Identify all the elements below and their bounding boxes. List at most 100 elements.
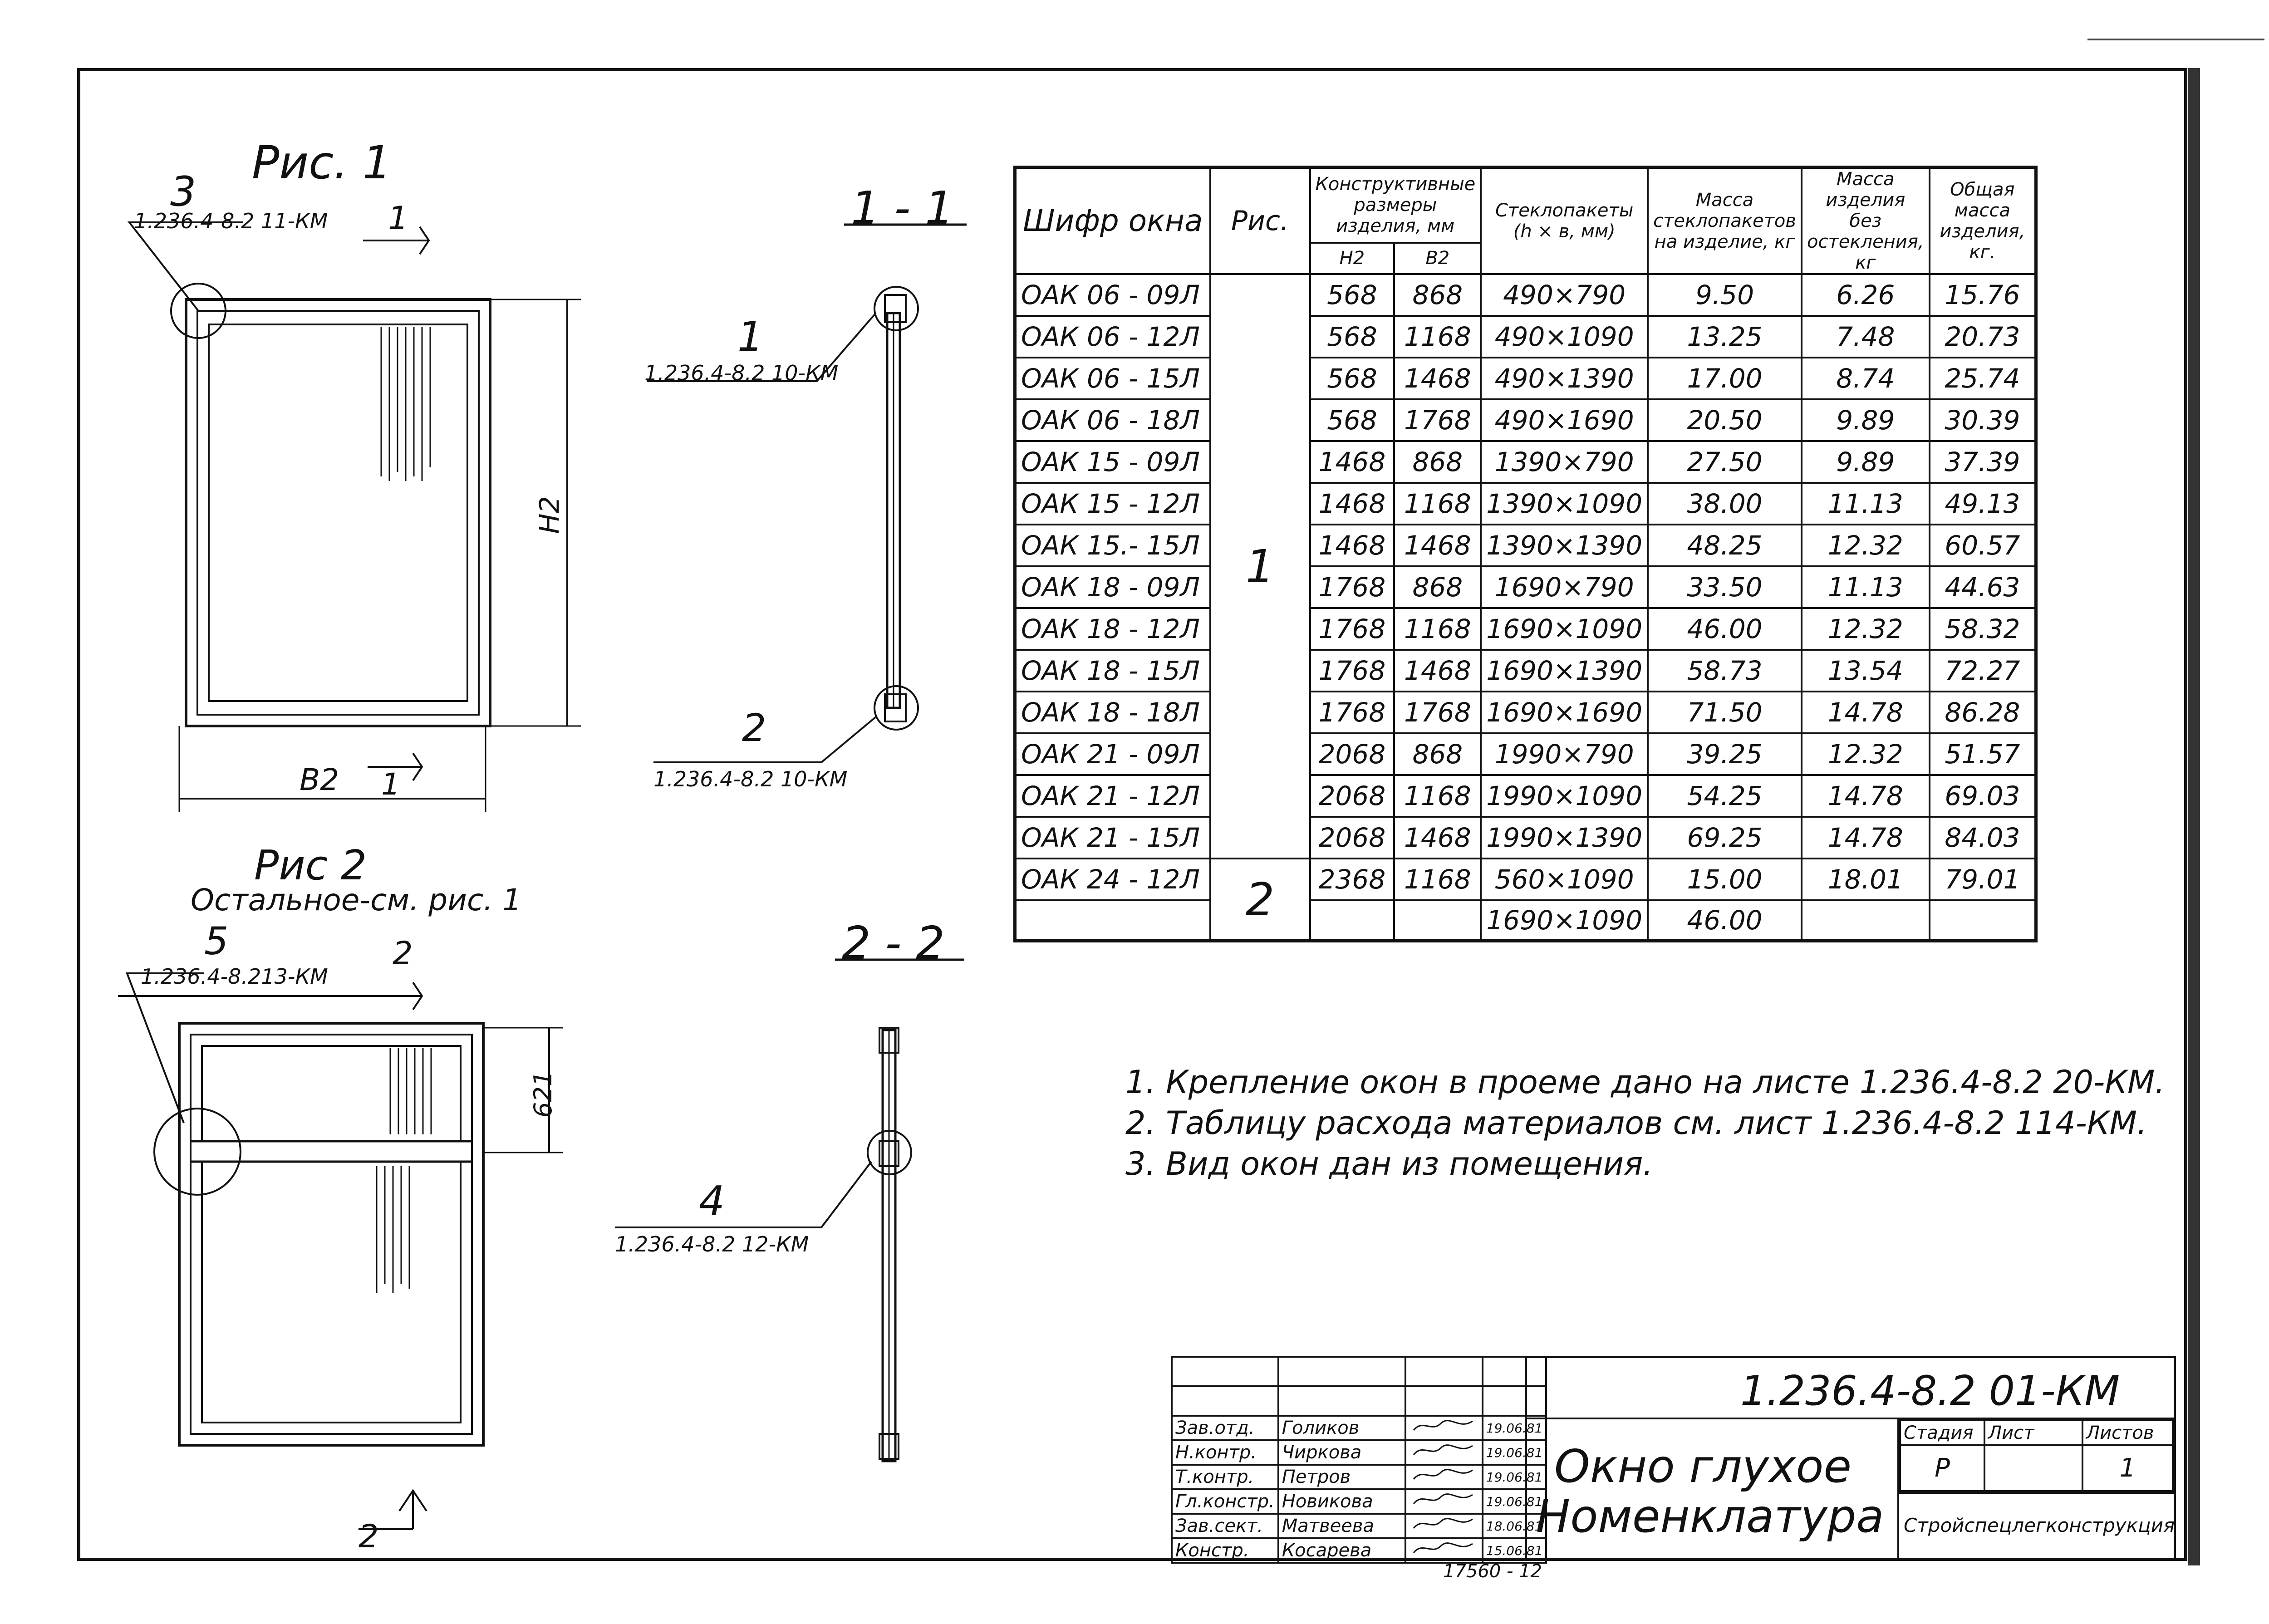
binding-edge xyxy=(2188,68,2200,1565)
row-glass-mass: 48.25 xyxy=(1647,524,1802,567)
signature-name: Петров xyxy=(1277,1464,1406,1490)
row-glass: 560×1090 xyxy=(1480,858,1649,901)
row-b: 1168 xyxy=(1393,607,1482,651)
row-h: 2068 xyxy=(1309,732,1395,776)
row-code: ОАК 18 - 18Л xyxy=(1014,691,1211,734)
row-glass-mass: 15.00 xyxy=(1647,858,1802,901)
row-total-mass: 72.27 xyxy=(1928,649,2037,692)
row-glass: 1390×1090 xyxy=(1480,482,1649,525)
row-total-mass: 79.01 xyxy=(1928,858,2037,901)
row-code: ОАК 06 - 15Л xyxy=(1014,357,1211,400)
row-b: 1468 xyxy=(1393,357,1482,400)
row-b: 868 xyxy=(1393,732,1482,776)
row-h: 568 xyxy=(1309,273,1395,317)
row-code: ОАК 06 - 09Л xyxy=(1014,273,1211,317)
stage-sheet-cells: Стадия Лист Листов Р 1 xyxy=(1899,1419,2174,1492)
row-glass: 490×1690 xyxy=(1480,398,1649,442)
signature-name: Новикова xyxy=(1277,1488,1406,1515)
figure2-glass-hatching xyxy=(376,1048,432,1293)
section22-title: 2 - 2 xyxy=(842,917,945,970)
handwritten-signature xyxy=(1413,1469,1473,1480)
row-h: 1468 xyxy=(1309,482,1395,525)
figure1-callout-ref: 1.236.4-8.2 11-КМ xyxy=(134,209,328,233)
header-b: В2 xyxy=(1393,241,1482,275)
footer-code: 17560 - 12 xyxy=(1443,1561,1542,1582)
signature-mark xyxy=(1404,1513,1483,1539)
signature-mark xyxy=(1404,1464,1483,1490)
row-h xyxy=(1309,899,1395,942)
row-b: 1168 xyxy=(1393,774,1482,818)
sheets-value: 1 xyxy=(2082,1444,2174,1492)
doc-title-cell: Окно глухое Номенклатура xyxy=(1527,1419,1899,1558)
signature-name: Чиркова xyxy=(1277,1439,1406,1466)
doc-title-line2: Номенклатура xyxy=(1536,1490,1884,1543)
figure2-section-marker: 2 xyxy=(393,935,413,972)
row-glass-mass: 46.00 xyxy=(1647,899,1802,942)
section11-drawing xyxy=(647,223,967,763)
row-glass: 1690×1390 xyxy=(1480,649,1649,692)
row-glass-mass: 46.00 xyxy=(1647,607,1802,651)
doc-title-line1: Окно глухое xyxy=(1554,1440,1852,1493)
row-code: ОАК 21 - 09Л xyxy=(1014,732,1211,776)
figure2-lower-pane xyxy=(201,1161,462,1423)
figure1-height-label: Н2 xyxy=(534,496,566,534)
figure1-glass-pane xyxy=(208,324,468,702)
row-item-mass: 12.32 xyxy=(1800,524,1930,567)
note-2: 2. Таблицу расхода материалов см. лист 1… xyxy=(1125,1104,2147,1142)
figure2-detail-circle xyxy=(153,1108,241,1196)
section22-callout-ref: 1.236.4-8.2 12-КМ xyxy=(615,1232,809,1256)
row-total-mass: 25.74 xyxy=(1928,357,2037,400)
doc-code-cell: 1.236.4-8.2 01-КМ xyxy=(1527,1358,2174,1419)
sheet-header: Лист xyxy=(1984,1419,2083,1446)
top-edge-line xyxy=(2087,39,2264,40)
row-h: 1768 xyxy=(1309,691,1395,734)
figure1-glass-hatching xyxy=(380,327,431,481)
row-glass-mass: 27.50 xyxy=(1647,440,1802,484)
figure1-section-marker-bottom: 1 xyxy=(381,767,400,802)
row-b: 1768 xyxy=(1393,398,1482,442)
section11-top-detail xyxy=(874,286,919,331)
signature-date: 19.06.81 xyxy=(1481,1488,1547,1515)
row-total-mass xyxy=(1928,899,2037,942)
row-glass: 1990×1390 xyxy=(1480,816,1649,859)
row-glass: 490×1090 xyxy=(1480,315,1649,358)
sheets-header: Листов xyxy=(2082,1419,2174,1446)
row-h: 2068 xyxy=(1309,816,1395,859)
row-total-mass: 20.73 xyxy=(1928,315,2037,358)
row-total-mass: 69.03 xyxy=(1928,774,2037,818)
signature-mark xyxy=(1404,1537,1483,1564)
row-b: 1168 xyxy=(1393,482,1482,525)
row-b: 1168 xyxy=(1393,315,1482,358)
section22-detail xyxy=(867,1130,912,1175)
window-spec-table: Шифр окна Рис. Конструктивные размеры из… xyxy=(1013,166,2038,942)
row-h: 1468 xyxy=(1309,440,1395,484)
figure1-callout-number: 3 xyxy=(170,168,196,216)
header-item-mass: Масса изделия без остекления, кг xyxy=(1800,166,1930,275)
row-b: 1468 xyxy=(1393,649,1482,692)
row-item-mass: 13.54 xyxy=(1800,649,1930,692)
row-code: ОАК 21 - 12Л xyxy=(1014,774,1211,818)
signature-date: 19.06.81 xyxy=(1481,1464,1547,1490)
row-code: ОАК 15 - 12Л xyxy=(1014,482,1211,525)
row-glass-mass: 54.25 xyxy=(1647,774,1802,818)
signature-date: 19.06.81 xyxy=(1481,1439,1547,1466)
figure2-callout-ref: 1.236.4-8.213-КМ xyxy=(141,964,328,989)
section22-callout-number: 4 xyxy=(699,1178,725,1225)
row-code xyxy=(1014,899,1211,942)
row-code: ОАК 06 - 12Л xyxy=(1014,315,1211,358)
row-item-mass: 11.13 xyxy=(1800,565,1930,609)
section22-drawing xyxy=(615,958,964,1462)
row-glass: 1690×1090 xyxy=(1480,607,1649,651)
row-glass: 490×790 xyxy=(1480,273,1649,317)
